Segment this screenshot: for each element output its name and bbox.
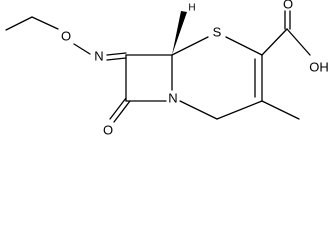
bond-n-c7-double-a [106, 52, 127, 56]
bond-c8-o-double-b [113, 100, 131, 123]
bond-ethyl-ch3-ch2 [5, 16, 33, 31]
atom-carbonyl-o: O [103, 122, 113, 137]
bond-c4-methyl [261, 100, 300, 120]
bond-carboxyl-oh [286, 28, 311, 56]
bond-ethyl-ch2-o [31, 16, 59, 30]
atom-hydroxyl: OH [309, 59, 329, 74]
atom-acid-o: O [283, 0, 293, 11]
atom-oxime-o: O [61, 28, 71, 43]
bond-o-n [73, 43, 91, 55]
bond-c8-o-double-a [109, 97, 127, 120]
atom-ring-n: N [168, 90, 177, 105]
bond-s-c3 [225, 36, 263, 56]
bond-c6-s [171, 36, 209, 56]
stereo-wedge-h [172, 11, 187, 55]
atom-oxime-n: N [94, 48, 103, 63]
atom-ring-s: S [213, 24, 222, 39]
bond-n-c7-double-b [106, 57, 127, 61]
bond-c5-n [179, 100, 218, 120]
bond-c3-carboxyl-c [261, 28, 288, 56]
atom-stereo-h: H [188, 3, 195, 14]
molecule-structure: O N S N O O OH H [5, 0, 329, 137]
bond-c4-c5 [216, 100, 263, 120]
